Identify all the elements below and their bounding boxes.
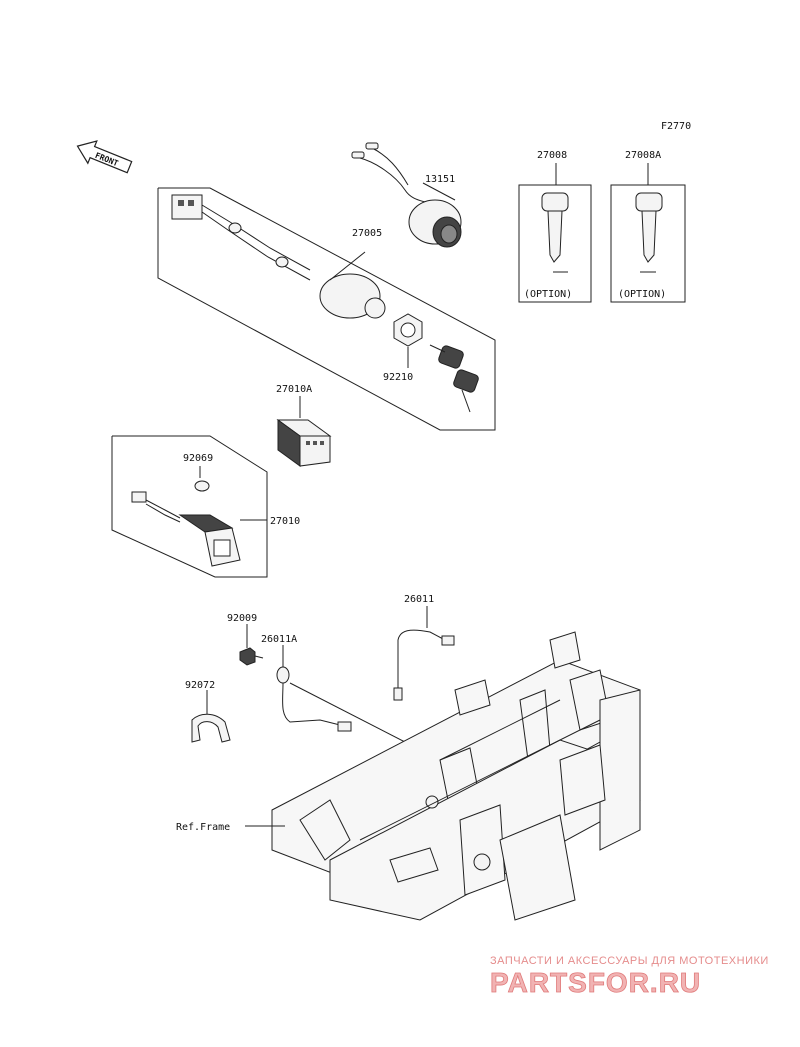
label-ref-frame: Ref.Frame: [176, 822, 230, 833]
option-label-27008A: (OPTION): [618, 289, 666, 300]
part-13151-key-light: [351, 142, 462, 248]
part-92009-bolt: [239, 624, 264, 666]
part-27008-key: [518, 163, 592, 303]
label-27008A: 27008A: [625, 150, 661, 161]
option-label-27008: (OPTION): [524, 289, 572, 300]
label-13151: 13151: [425, 174, 455, 185]
part-27010A-switch: [276, 396, 332, 467]
label-26011: 26011: [404, 594, 434, 605]
part-27010-box: [111, 435, 268, 578]
part-92210-nut: [393, 313, 423, 368]
figure-code: F2770: [661, 121, 691, 132]
label-92210: 92210: [383, 372, 413, 383]
part-27005-box: [157, 187, 496, 431]
label-27010: 27010: [270, 516, 300, 527]
label-92069: 92069: [183, 453, 213, 464]
part-92072-clamp: [191, 690, 231, 743]
label-27008: 27008: [537, 150, 567, 161]
watermark-tagline: ЗАПЧАСТИ И АКСЕССУАРЫ ДЛЯ МОТОТЕХНИКИ: [490, 955, 769, 967]
watermark-brand: PARTSFOR.RU: [490, 967, 701, 998]
part-27008A-key: [610, 163, 686, 303]
label-27005: 27005: [352, 228, 382, 239]
part-26011-sensor: [393, 606, 455, 701]
label-92009: 92009: [227, 613, 257, 624]
label-26011A: 26011A: [261, 634, 297, 645]
label-92072: 92072: [185, 680, 215, 691]
vehicle-frame: [245, 631, 641, 921]
front-arrow-icon: FRONT: [76, 140, 133, 174]
ignition-keys-icon: [429, 344, 479, 413]
label-27010A: 27010A: [276, 384, 312, 395]
